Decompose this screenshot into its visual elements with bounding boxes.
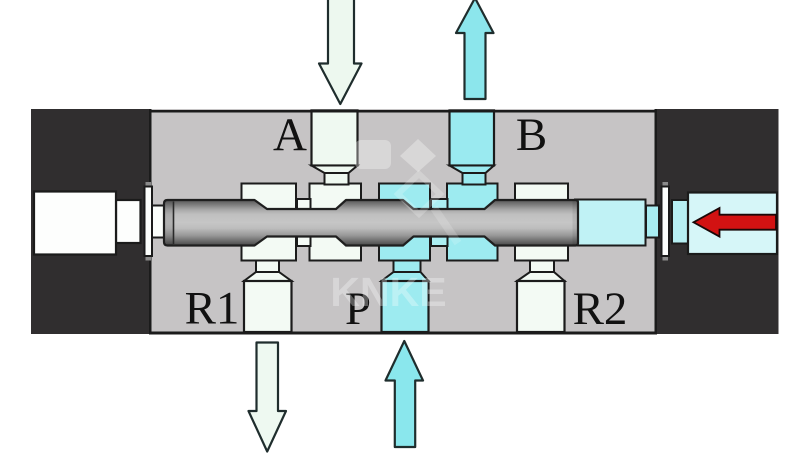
svg-text:A: A <box>273 109 307 161</box>
svg-text:B: B <box>516 109 547 161</box>
svg-text:R2: R2 <box>573 283 628 335</box>
svg-text:KNKE: KNKE <box>330 269 446 315</box>
svg-text:P: P <box>345 283 371 335</box>
svg-text:R1: R1 <box>185 283 240 335</box>
